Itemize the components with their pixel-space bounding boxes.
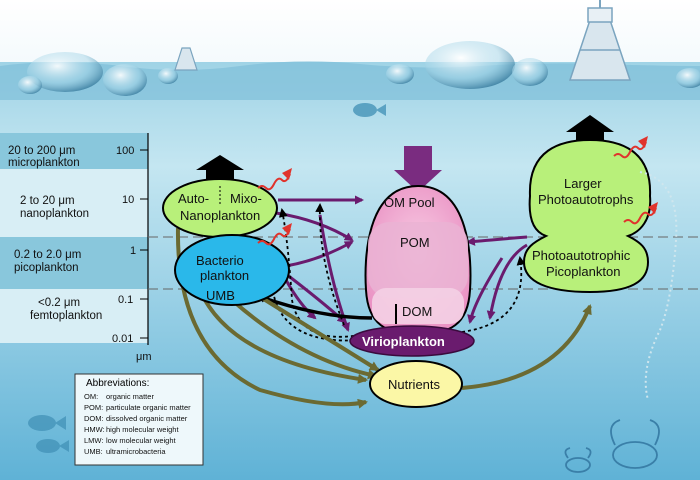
umb-label: UMB — [206, 288, 235, 303]
abbreviation-key: POM: — [84, 403, 103, 412]
abbreviation-text: ultramicrobacteria — [106, 447, 166, 456]
larger-label-2: Photoautotrophs — [538, 192, 634, 207]
export-arrow-nano — [196, 155, 244, 180]
purple-flows — [275, 195, 528, 332]
larger-label-1: Larger — [564, 176, 602, 191]
abbreviation-key: DOM: — [84, 414, 104, 423]
scale-tick-100: 100 — [116, 145, 134, 157]
abbreviation-key: LMW: — [84, 436, 103, 445]
pom-region — [368, 222, 468, 298]
scale-tick-10: 10 — [122, 194, 134, 206]
scale-unit: μm — [136, 351, 152, 363]
abbreviation-text: particulate organic matter — [106, 403, 191, 412]
fish-icon — [28, 415, 69, 453]
scale-tick-0.01: 0.01 — [112, 333, 133, 345]
abbreviations-box — [74, 373, 204, 466]
export-arrow-larger — [566, 115, 614, 144]
nano-mixo-label: Mixo- — [230, 191, 262, 206]
size-class-femto-range: <0.2 μm — [38, 297, 80, 309]
light-arrowhead-icon — [282, 136, 658, 235]
drift-trail — [639, 171, 678, 401]
size-class-nano-range: 2 to 20 μm — [20, 195, 75, 207]
fish-icon — [353, 103, 386, 117]
size-class-femto-name: femtoplankton — [30, 310, 102, 322]
bacterio-label-2: plankton — [200, 268, 249, 283]
om-input-arrow — [394, 146, 442, 192]
nutrients-node — [369, 360, 463, 408]
virioplankton-node — [349, 325, 475, 357]
abbreviations-title: Abbreviations: — [86, 378, 149, 389]
pom-label: POM — [400, 235, 430, 250]
light-arrow-icon — [257, 141, 657, 246]
size-class-micro-name: microplankton — [8, 157, 80, 169]
photoautotrophs-node — [522, 138, 652, 294]
abbreviation-key: UMB: — [84, 447, 103, 456]
scale-tick-1: 1 — [130, 245, 136, 257]
pico-label-1: Photoautotrophic — [532, 248, 631, 263]
virioplankton-label: Virioplankton — [362, 334, 445, 349]
pico-label-2: Picoplankton — [546, 264, 620, 279]
size-scale-panel — [0, 133, 149, 345]
abbreviation-text: high molecular weight — [106, 425, 179, 434]
buoy-icon — [568, 0, 632, 81]
nutrients-label: Nutrients — [388, 377, 441, 392]
abbreviation-text: dissolved organic matter — [106, 414, 188, 423]
abbreviation-text: low molecular weight — [106, 436, 177, 445]
abbreviation-key: OM: — [84, 392, 98, 401]
size-class-micro-range: 20 to 200 μm — [8, 145, 75, 157]
nano-name-label: Nanoplankton — [180, 208, 260, 223]
om-pool-label: OM Pool — [384, 195, 435, 210]
dom-to-umb-arrow — [256, 294, 373, 320]
crab-icon — [564, 419, 660, 473]
buoy-small-icon — [174, 47, 198, 71]
bubble-icon — [18, 41, 700, 96]
scale-tick-0.1: 0.1 — [118, 294, 133, 306]
bacterioplankton-node — [174, 234, 290, 306]
size-class-pico-name: picoplankton — [14, 262, 79, 274]
abbreviation-text: organic matter — [106, 392, 154, 401]
nano-auto-label: Auto- — [178, 191, 209, 206]
size-class-nano-name: nanoplankton — [20, 208, 89, 220]
bacterio-label-1: Bacterio — [196, 253, 244, 268]
abbreviation-key: HMW: — [84, 425, 105, 434]
size-class-pico-range: 0.2 to 2.0 μm — [14, 249, 81, 261]
dom-label: DOM — [402, 304, 432, 319]
